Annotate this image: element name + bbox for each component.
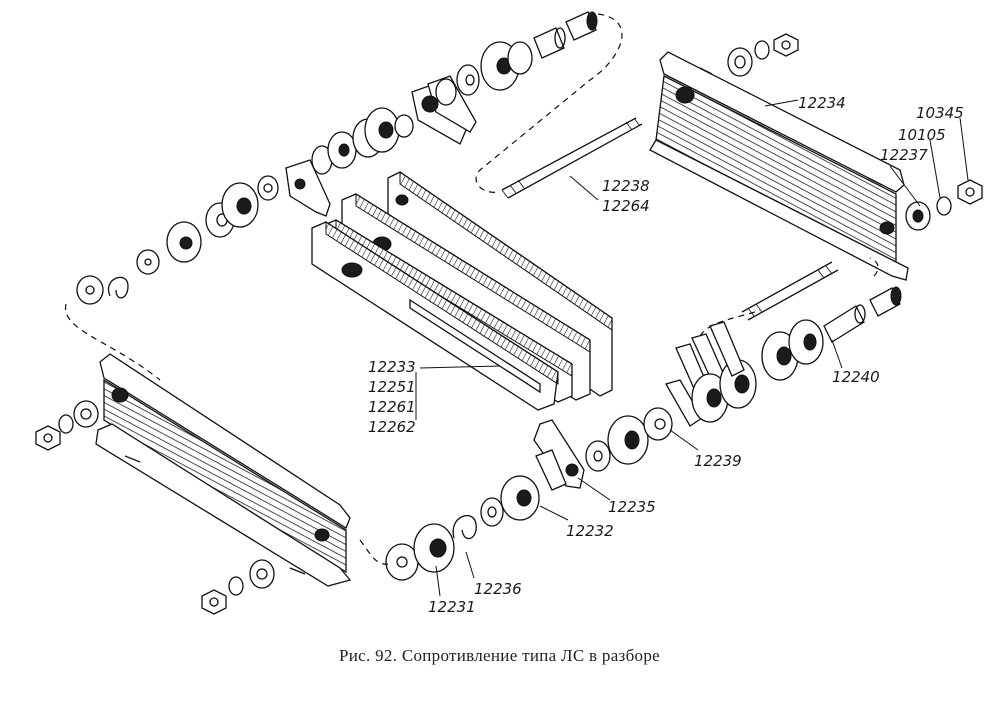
bracket-upper: [649, 51, 909, 281]
label-12235: 12235: [608, 498, 656, 516]
label-12232: 12232: [566, 522, 614, 540]
label-12261: 12261: [368, 398, 416, 416]
label-12238: 12238: [602, 177, 650, 195]
label-12233: 12233: [368, 358, 416, 376]
figure-caption: Рис. 92. Сопротивление типа ЛС в разборе: [339, 646, 660, 665]
tie-rod-long: [501, 117, 643, 199]
label-12234: 12234: [798, 94, 846, 112]
label-12231: 12231: [428, 598, 476, 616]
leader-lines: [415, 99, 969, 597]
part-labels: 12234 10345 10105 12237 12238 12264 1223…: [368, 94, 964, 616]
label-12239: 12239: [694, 452, 742, 470]
assembly-paths: [65, 13, 879, 565]
left-fasteners: [35, 400, 99, 451]
upper-right-fasteners: [727, 33, 799, 77]
label-12237: 12237: [880, 146, 928, 164]
label-12262: 12262: [368, 418, 416, 436]
lower-washer-chain: [385, 286, 902, 581]
right-fasteners: [905, 179, 983, 231]
bracket-lower: [95, 353, 352, 587]
label-10105: 10105: [898, 126, 946, 144]
plate-1: [311, 221, 559, 411]
label-12240: 12240: [832, 368, 880, 386]
label-12236: 12236: [474, 580, 522, 598]
resistor-plate-stack: [311, 171, 613, 411]
upper-washer-chain: [76, 11, 598, 305]
label-12251: 12251: [368, 378, 416, 396]
tie-rod-short: [741, 261, 839, 321]
label-12264: 12264: [602, 197, 650, 215]
bottom-fasteners: [201, 559, 275, 615]
label-10345: 10345: [916, 104, 964, 122]
